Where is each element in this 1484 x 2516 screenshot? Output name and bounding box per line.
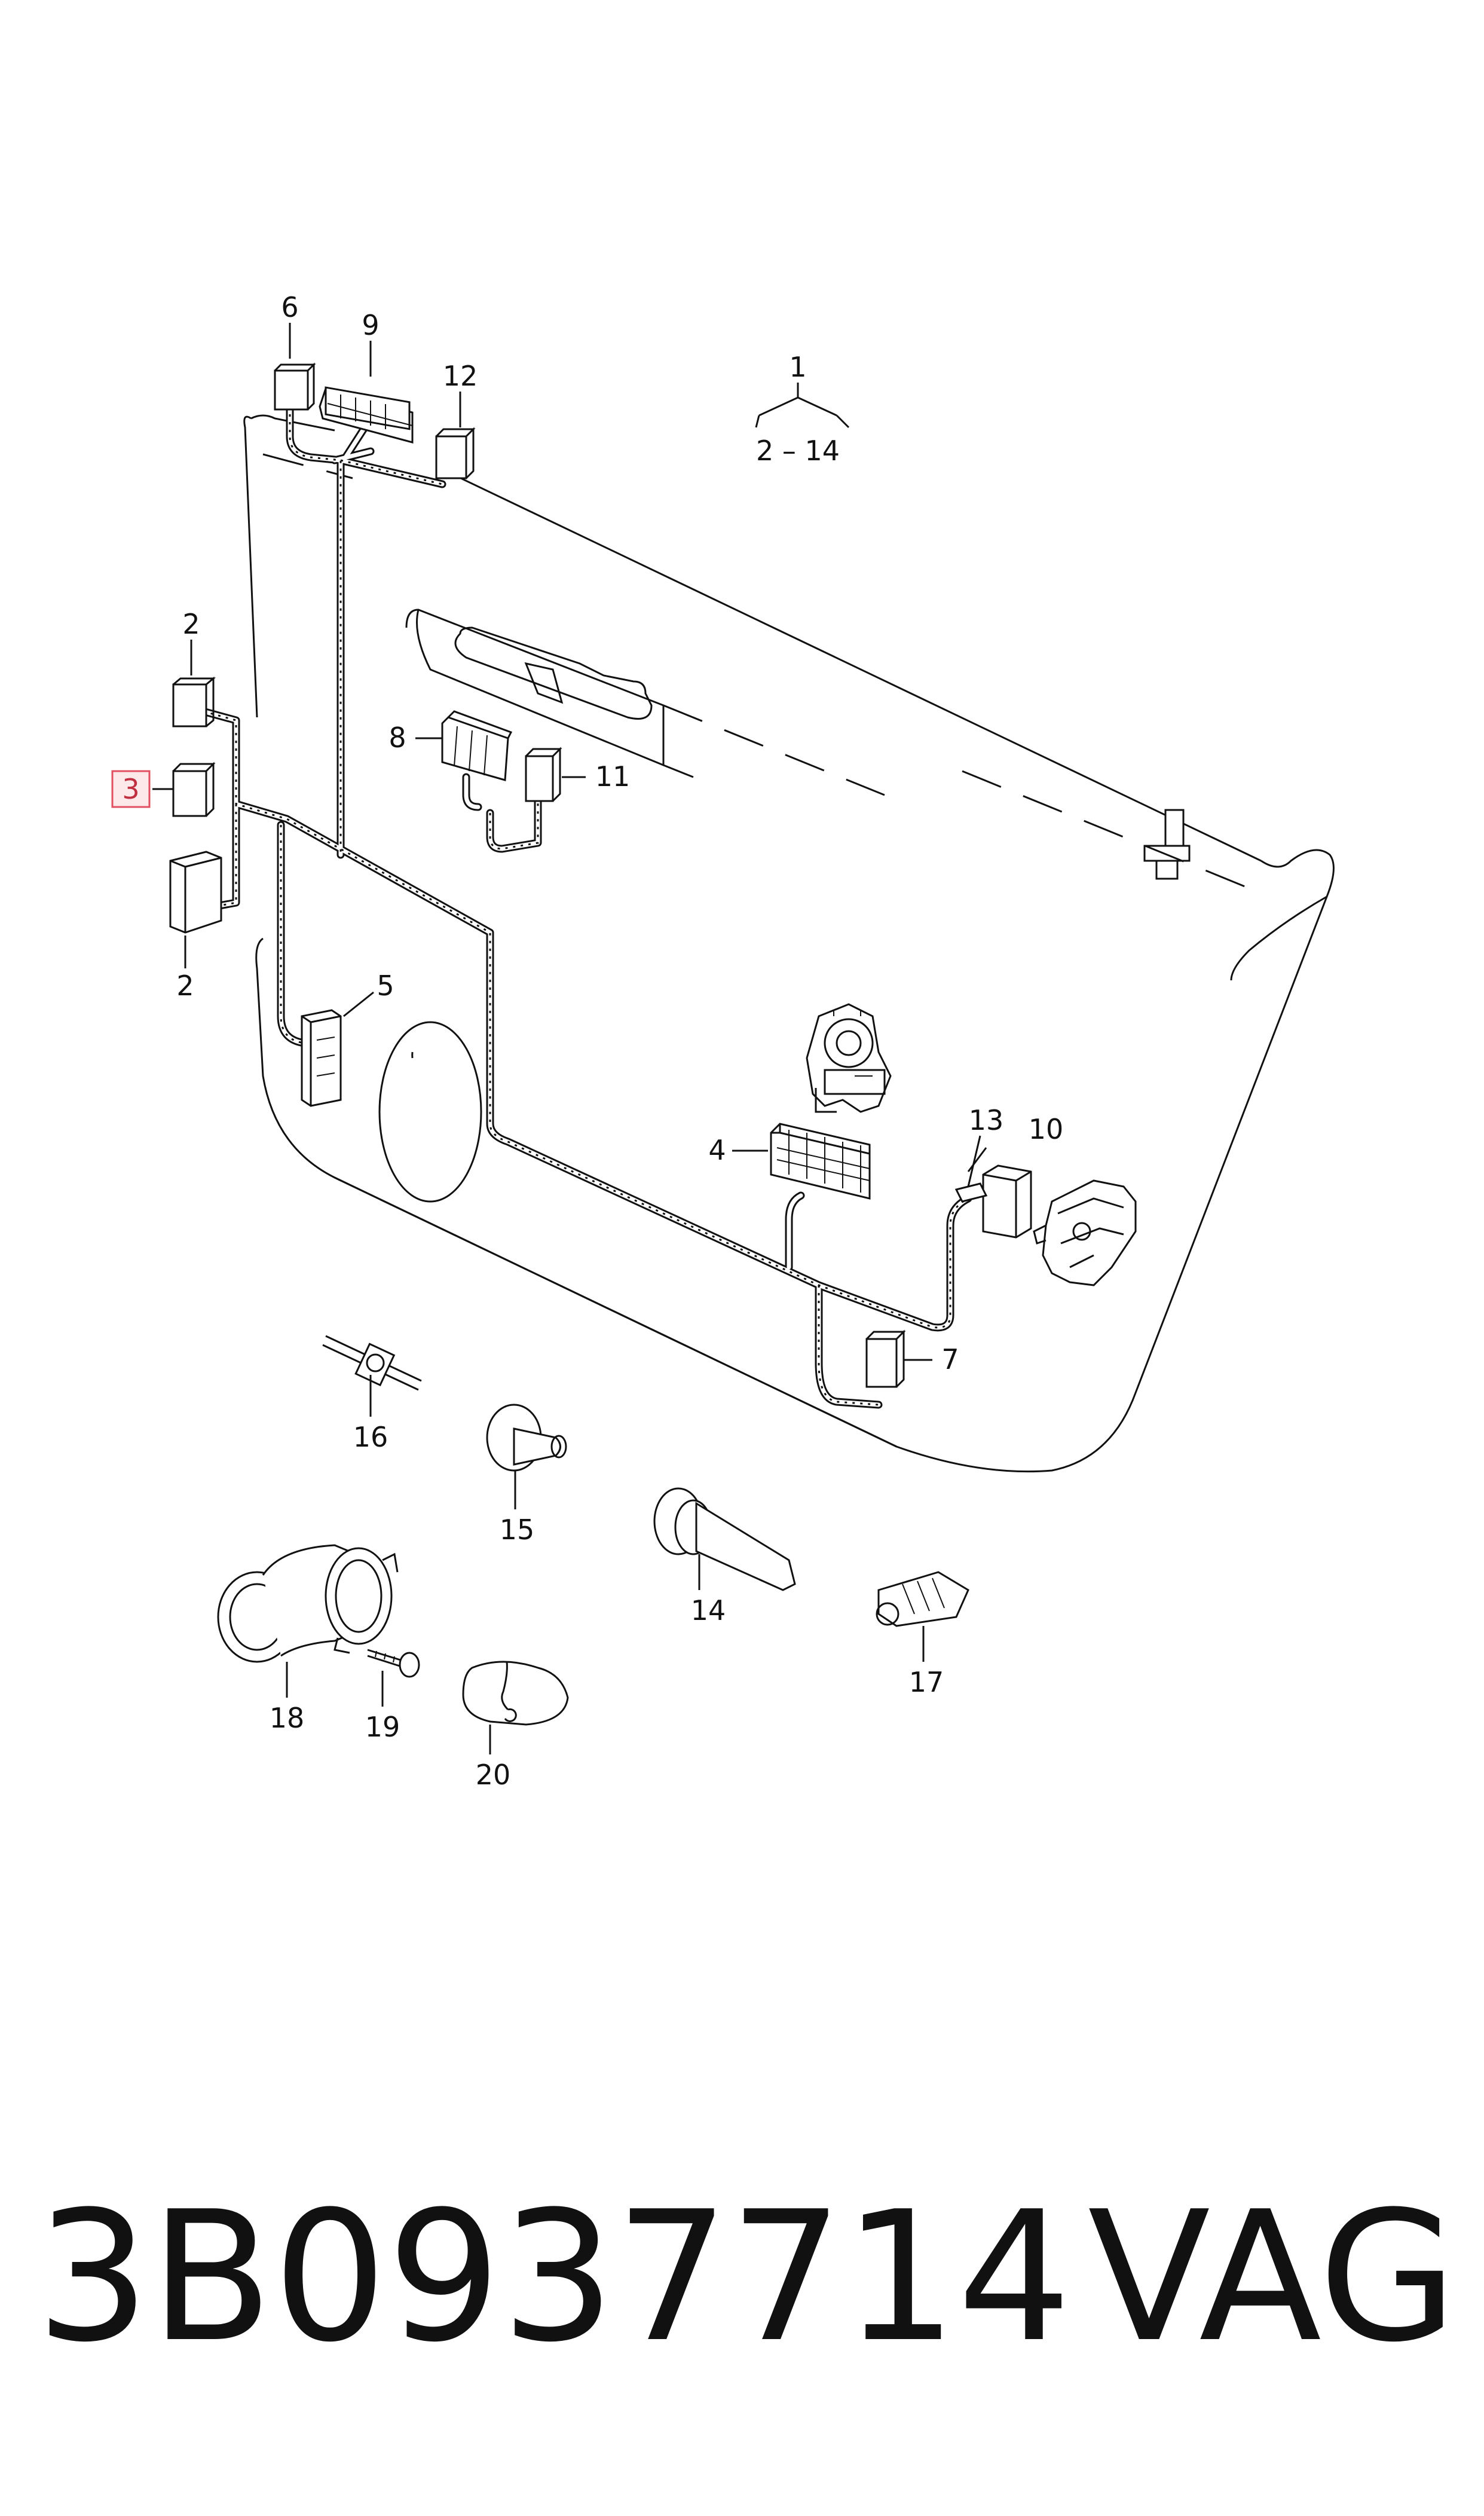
callout-4[interactable]: 4 [708,1134,726,1166]
callout-17[interactable]: 17 [909,1666,944,1698]
callout-8[interactable]: 8 [388,722,406,754]
part-16-clip [322,1335,422,1391]
callout-2-lower[interactable]: 2 [176,970,194,1002]
connector-7 [865,1329,906,1388]
callout-18[interactable]: 18 [270,1702,305,1734]
part-number: 3B0937714 [36,2173,1072,2382]
window-motor [806,1003,892,1113]
callout-1-range: 2 – 14 [756,435,840,467]
connector-4 [770,1123,871,1200]
connector-2-lower [169,851,222,934]
part-19-screw [367,1649,420,1678]
connector-2-upper [172,676,216,727]
callout-1: 1 [789,351,806,383]
connector-3 [172,762,216,817]
part-17-clip [876,1571,969,1627]
part-18-duct [217,1544,399,1663]
wiring-harness [199,402,972,1409]
leader-lines [152,323,987,1754]
door-pin [1143,809,1191,880]
callout-20[interactable]: 20 [476,1759,511,1791]
part-15-grommet [486,1404,567,1472]
callout-2-upper[interactable]: 2 [182,608,200,640]
brand-name: VAG [1088,2173,1458,2382]
wiring-harness-diagram: 1 2 – 14 6 9 12 2 3 2 5 8 11 4 13 10 7 1… [111,291,1335,1791]
callout-3[interactable]: 3 [122,773,139,805]
part-14-grommet [653,1487,796,1591]
callout-12[interactable]: 12 [443,360,478,392]
door-panel-outline [243,414,1335,1473]
callout-15[interactable]: 15 [500,1514,535,1546]
connector-12 [435,427,476,479]
callout-11[interactable]: 11 [595,760,631,793]
highlight-box [111,770,151,808]
callout-9[interactable]: 9 [362,309,379,341]
connector-10 [982,1164,1032,1239]
callout-6[interactable]: 6 [281,291,298,323]
callout-labels: 1 2 – 14 6 9 12 2 3 2 5 8 11 4 13 10 7 1… [122,291,1063,1791]
callout-5[interactable]: 5 [377,970,394,1002]
callout-16[interactable]: 16 [353,1421,388,1453]
speaker-opening [378,1021,482,1203]
connectors [169,362,1032,1388]
part-20-plug [462,1661,569,1726]
callout-7[interactable]: 7 [941,1343,959,1375]
connector-11 [525,747,562,802]
connector-6 [274,362,316,411]
callout-10[interactable]: 10 [1029,1113,1064,1145]
callout-14[interactable]: 14 [691,1594,726,1627]
connector-5 [301,1009,342,1107]
footer: 3B0937714 VAG [36,2176,1458,2379]
connector-9 [319,386,414,444]
callout-13[interactable]: 13 [969,1104,1004,1136]
callout-19[interactable]: 19 [365,1711,400,1743]
door-lock [1033,1179,1137,1286]
connector-13 [954,1182,988,1203]
connector-8 [441,710,513,781]
